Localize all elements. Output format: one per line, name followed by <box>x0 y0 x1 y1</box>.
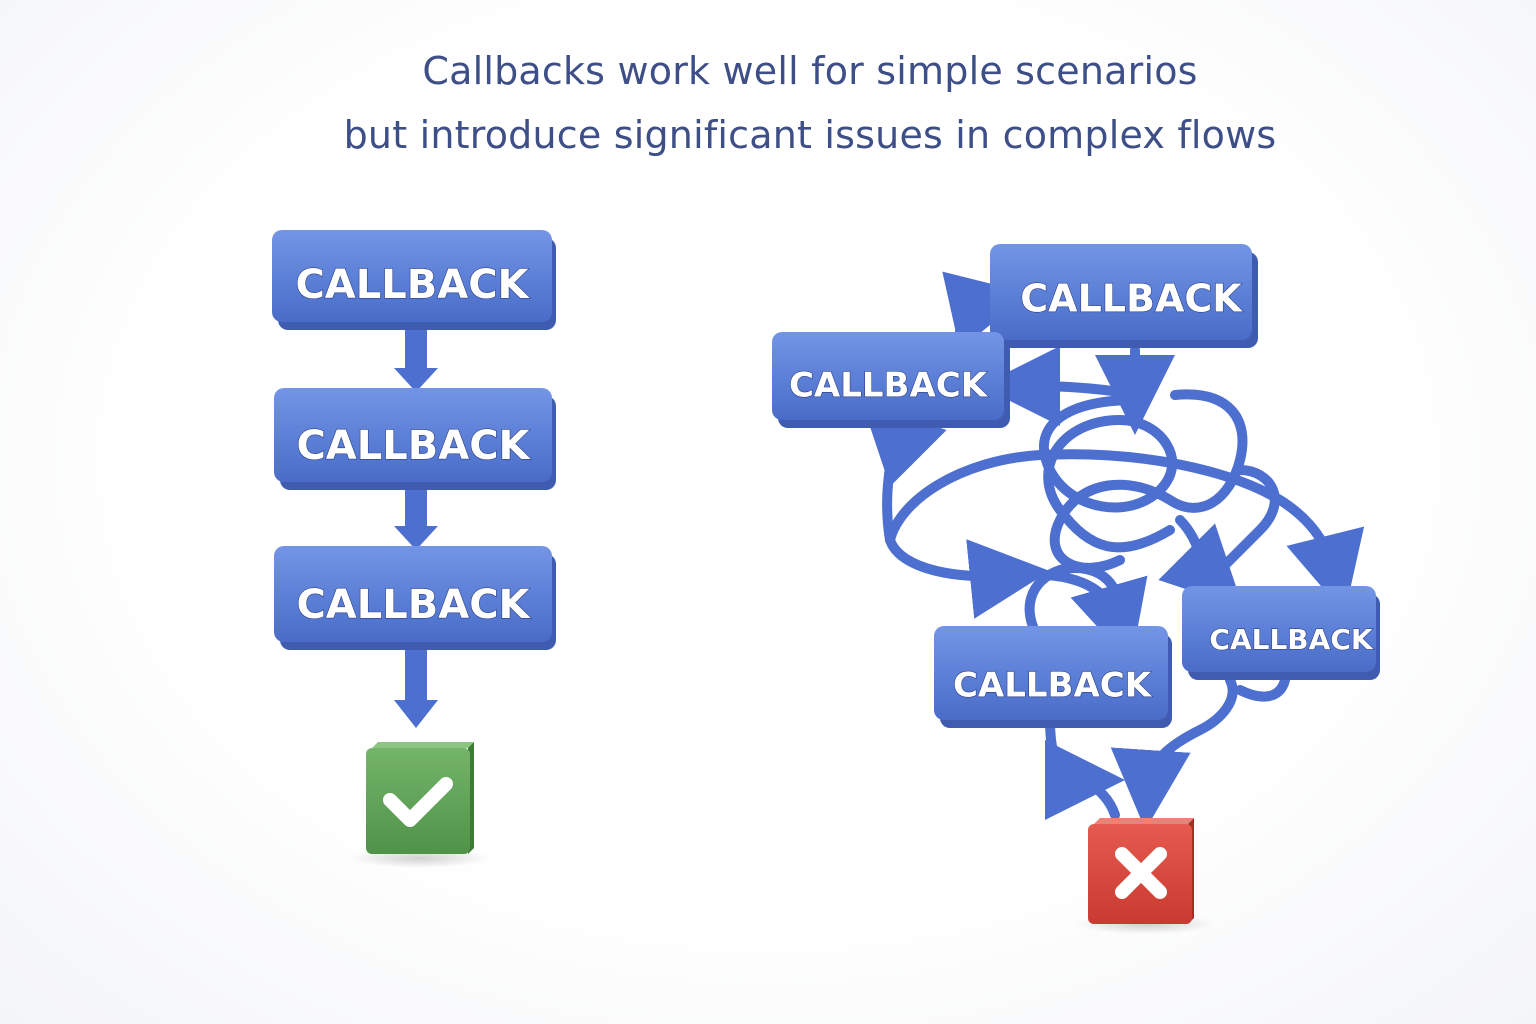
right-callback-block-3: CALLBACK <box>1182 586 1380 680</box>
right-callback-label-1: CALLBACK <box>1020 277 1243 321</box>
left-simple-flow: CALLBACK CALLBACK CALLBACK <box>272 230 556 868</box>
right-callback-block-2: CALLBACK <box>772 332 1010 428</box>
left-arrow-1 <box>394 328 438 392</box>
x-icon <box>1115 847 1167 899</box>
failure-x-box <box>1088 818 1194 924</box>
right-tangled-flow: CALLBACK CALLBACK CALLBACK CALLBACK <box>772 244 1380 934</box>
left-callback-block-3: CALLBACK <box>274 546 556 650</box>
right-callback-block-4: CALLBACK <box>934 626 1172 728</box>
left-callback-label-2: CALLBACK <box>296 423 531 469</box>
headline-line-2: but introduce significant issues in comp… <box>343 113 1277 157</box>
headline-line-1: Callbacks work well for simple scenarios <box>422 49 1198 93</box>
right-callback-label-4: CALLBACK <box>953 666 1153 706</box>
left-callback-label-3: CALLBACK <box>296 582 531 628</box>
left-callback-label-1: CALLBACK <box>295 262 530 308</box>
right-callback-label-2: CALLBACK <box>789 366 989 406</box>
left-callback-block-2: CALLBACK <box>274 388 556 490</box>
right-callback-label-3: CALLBACK <box>1209 623 1373 656</box>
checkmark-icon <box>383 777 453 827</box>
left-callback-block-1: CALLBACK <box>272 230 556 330</box>
success-checkmark-box <box>366 742 474 854</box>
left-arrow-2 <box>394 488 438 550</box>
left-arrow-3 <box>394 650 438 728</box>
right-callback-block-1: CALLBACK <box>990 244 1258 348</box>
